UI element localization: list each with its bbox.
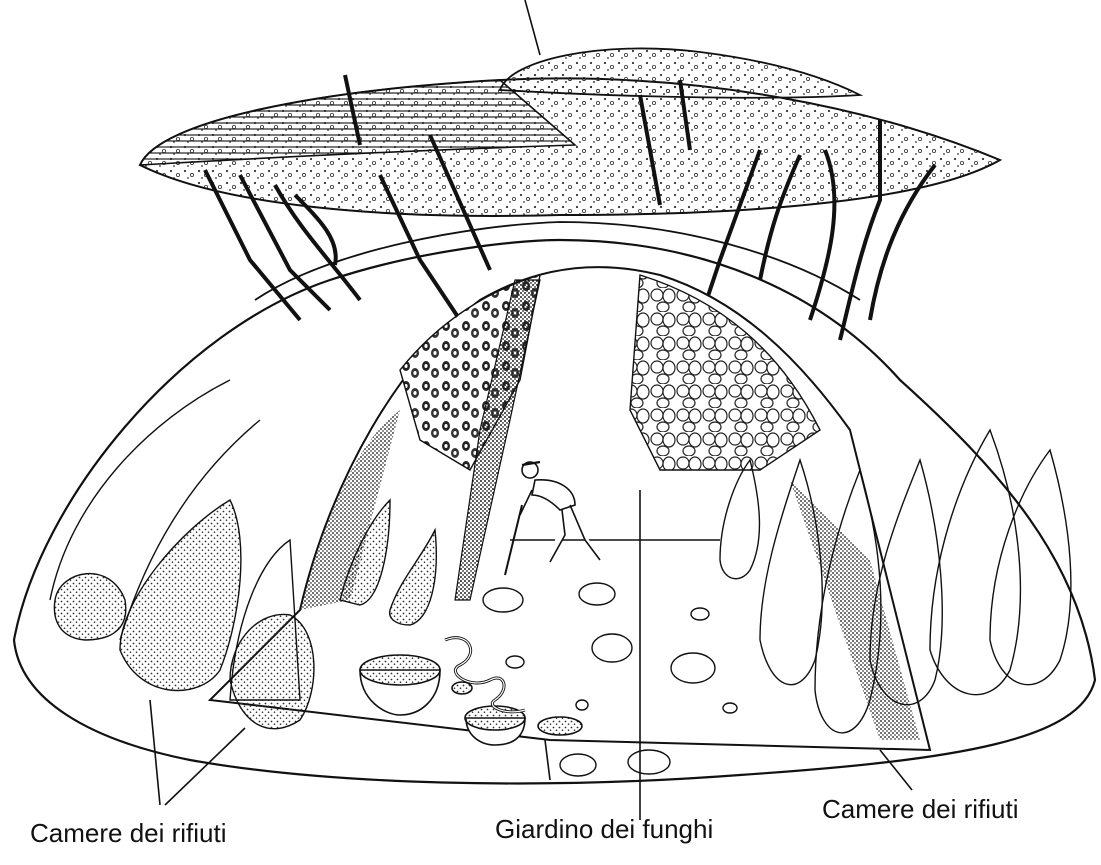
cavity-cutaway [210,267,930,750]
label-waste-chambers-left: Camere dei rifiuti [30,818,227,849]
top-pointer-line [525,0,540,55]
floor-divider [545,740,550,780]
label-fungus-garden: Giardino dei funghi [495,814,713,845]
label-waste-chambers-right: Camere dei rifiuti [822,794,1019,825]
